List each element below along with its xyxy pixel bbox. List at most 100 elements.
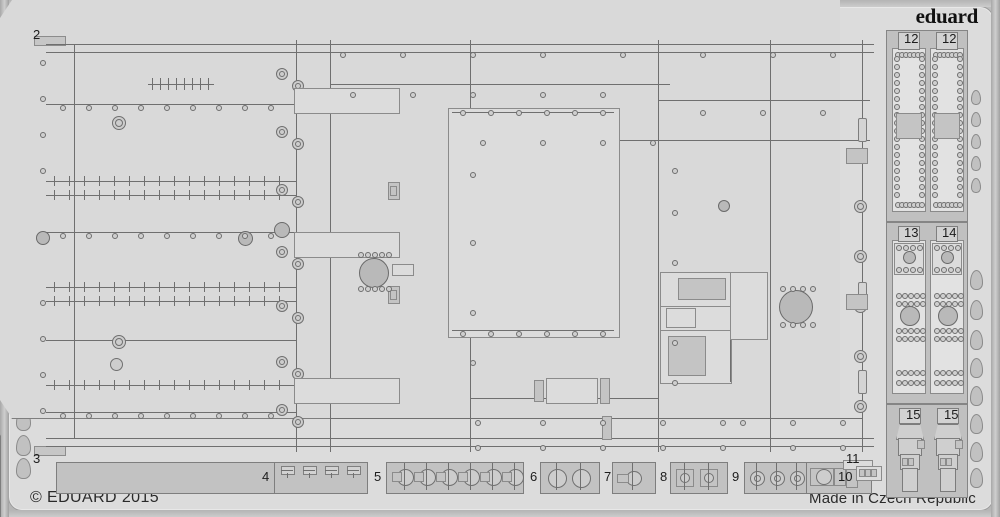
rivet-dot [40,132,46,138]
rivet-dot [340,52,346,58]
floor-rib-tick [144,176,145,186]
rivet-dot [957,104,963,110]
rivet-dot [958,336,964,342]
cross-fitting-2 [846,294,868,310]
rivet-dot [365,286,371,292]
small-switch-1-in [390,186,397,196]
panel-12-hatch-1 [934,113,960,139]
rivet-dot [475,420,481,426]
floor-rib-tick [174,296,175,306]
rivet-dot [470,360,476,366]
rivet-dot [919,72,925,78]
clamp-tab [392,472,402,482]
rivet-dot [760,110,766,116]
washer-stem [756,463,757,490]
floor-rib-tick [234,176,235,186]
rivet-dot [903,267,909,273]
rivet-dot [908,328,914,334]
rivet-dot [372,286,378,292]
seat-cell-a-0 [902,458,908,466]
floor-rib-mid [46,195,296,196]
nested-ring-core [295,261,301,267]
rivet-dot [600,140,606,146]
rivet-dot [957,160,963,166]
rivet-dot [914,380,920,386]
floor-rib-tick [219,296,220,306]
rivet-dot [40,168,46,174]
rivet-dot [919,96,925,102]
rivet-dot [948,267,954,273]
floor-disc-b [36,231,50,245]
seat-cell-b-0 [908,458,914,466]
rivet-dot [350,92,356,98]
nested-ring-core [279,249,285,255]
eyelet-ring [548,469,567,488]
rivet-dot [958,293,964,299]
rivet-dot [190,413,196,419]
clamp-stem [470,463,471,490]
seat-stem-1 [940,468,956,492]
floor-rib-tick [159,296,160,306]
right-slot-3 [858,370,867,394]
rivet-dot [919,160,925,166]
label-seat-15a: 15 [906,407,921,422]
rivet-dot [60,233,66,239]
nested-ring-core [295,141,301,147]
label-part-4: 4 [262,469,270,484]
label-part-2: 2 [33,27,41,42]
floor-left-stiffener-mid [74,44,75,438]
rivet-dot [958,301,964,307]
rivet-dot [920,301,926,307]
rivet-dot [40,408,46,414]
floor-rib-tick [159,380,160,390]
rivet-dot [957,96,963,102]
floor-rib-mid [46,287,296,288]
rivet-dot [917,245,923,251]
floor-rib-tick [54,380,55,390]
floor-rib-tick [144,380,145,390]
seat-knob-1 [955,440,963,449]
seat-cell-b-1 [946,458,952,466]
floor-rib-tick [204,282,205,292]
rivet-dot [896,293,902,299]
seat-stem-0 [902,468,918,492]
rivet-dot [957,152,963,158]
cabin-floor-rect [448,108,620,338]
seat-tab-0 [899,408,921,424]
nested-ring-core [295,419,301,425]
rivet-dot [470,52,476,58]
gp10-ring [816,469,832,485]
floor-rib-tick [144,296,145,306]
rivet-dot [216,413,222,419]
rivet-dot [896,267,902,273]
nested-ring-core [295,371,301,377]
floor-rib-tick [189,296,190,306]
rivet-dot [164,413,170,419]
rivet-dot [932,96,938,102]
nested-ring-core [279,71,285,77]
floor-rib-tick [129,282,130,292]
rivet-dot [896,336,902,342]
rivet-dot [920,370,926,376]
rivet-dot [934,336,940,342]
slot-panel-3 [294,378,400,404]
rivet-dot [112,233,118,239]
floor-rib-tick [234,296,235,306]
clamp-stem [426,463,427,490]
rivet-dot [242,413,248,419]
rivet-dot [919,168,925,174]
panel-12-tab-1 [936,32,958,50]
washer-stem [796,463,797,490]
label-part-8: 8 [660,469,668,484]
floor-rib-tick [204,380,205,390]
floor-rib-tick [264,282,265,292]
rivet-dot [365,252,371,258]
rivet-dot [242,105,248,111]
rivet-dot [672,260,678,266]
rivet-dot [894,96,900,102]
sprue-teardrop [971,156,981,171]
floor-ring-b-in [115,338,123,346]
floor-rib-tick [69,190,70,200]
